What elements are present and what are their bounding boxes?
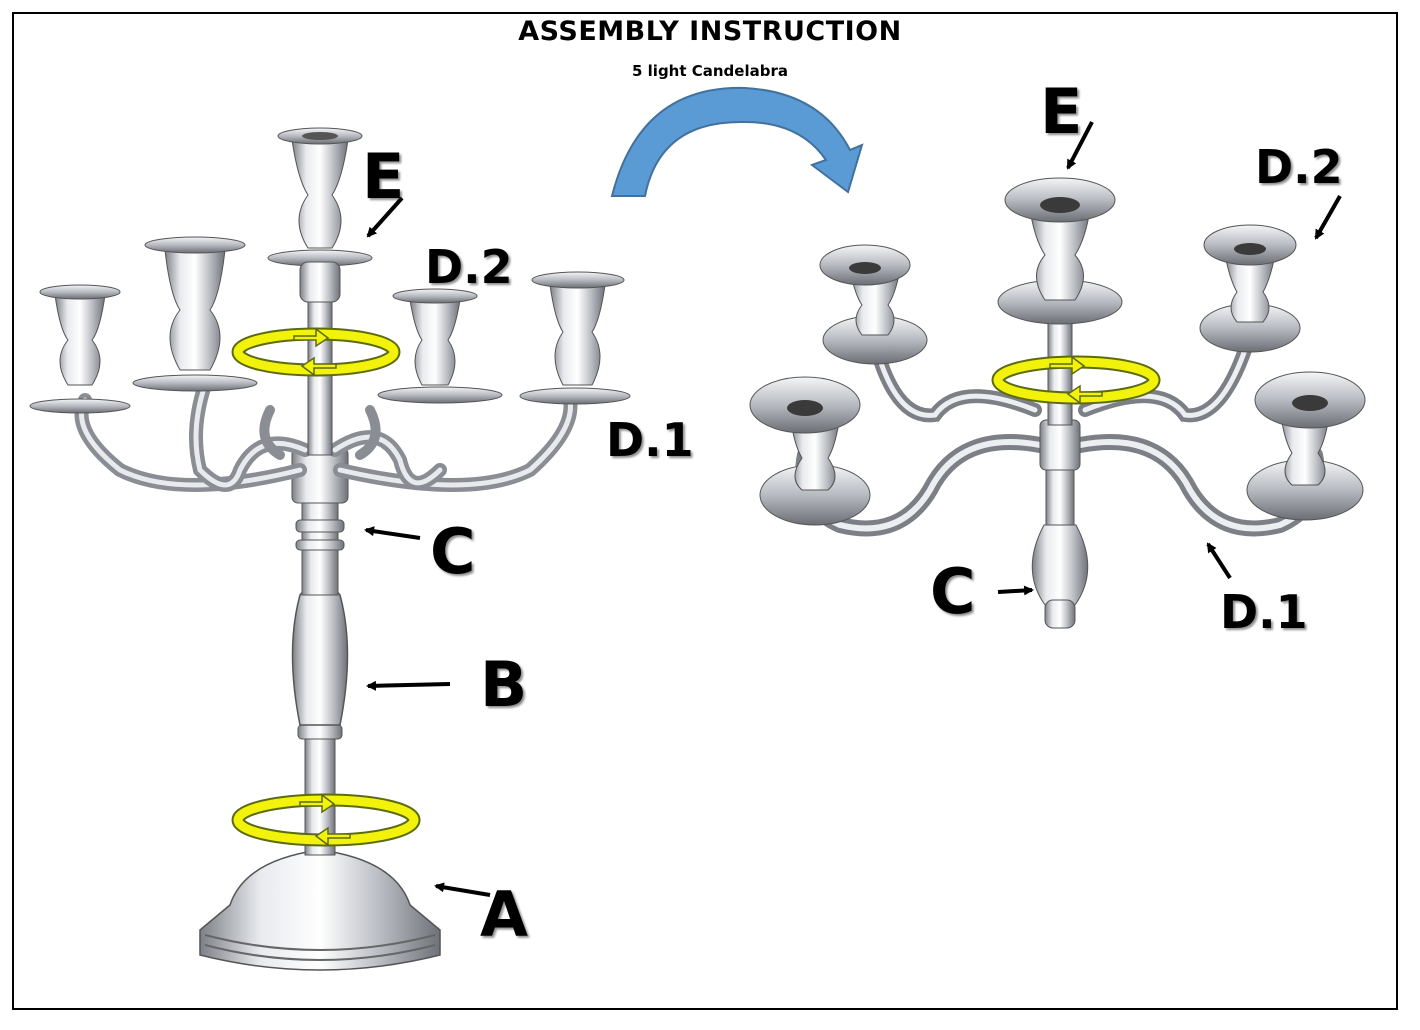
- label-left-d1: D.1: [606, 413, 694, 467]
- right-candelabra: [749, 177, 1366, 629]
- diagram-frame: [12, 12, 1398, 1010]
- page-title: ASSEMBLY INSTRUCTION: [518, 16, 902, 47]
- label-right-e: E: [1040, 75, 1083, 148]
- label-left-a: A: [480, 878, 528, 951]
- page-subtitle: 5 light Candelabra: [632, 62, 788, 80]
- rotation-ring-icon: [991, 355, 1161, 405]
- label-right-d1: D.1: [1220, 585, 1308, 639]
- label-right-d2: D.2: [1255, 140, 1343, 194]
- label-left-d2: D.2: [425, 240, 513, 294]
- pointer-arrow-icon: [364, 196, 491, 897]
- rotation-ring-icon: [231, 793, 421, 847]
- label-left-e: E: [362, 140, 405, 213]
- label-right-c: C: [930, 555, 976, 628]
- rotation-ring-icon: [231, 327, 401, 377]
- label-left-b: B: [480, 648, 528, 721]
- pointer-arrow-icon: [997, 121, 1342, 596]
- label-left-c: C: [430, 515, 476, 588]
- curved-arrow-icon: [610, 86, 864, 197]
